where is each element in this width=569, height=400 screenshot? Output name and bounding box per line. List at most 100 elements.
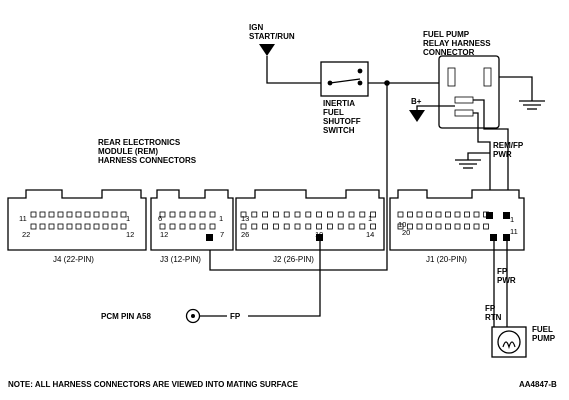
pcm-fp-wire-2 [248, 254, 321, 317]
relay-label-line2: RELAY HARNESS [423, 39, 491, 48]
pin-cavity [189, 211, 196, 218]
pin-label: 12 [160, 230, 168, 239]
rem-ground-wire [467, 152, 490, 160]
pin-label: 11 [510, 227, 518, 236]
relay-label-line1: FUEL PUMP [423, 30, 470, 39]
connector-j1: 10 1 20 11 J1 (20-PIN) [389, 189, 525, 264]
pin-cavity [445, 211, 451, 218]
bplus-wire [416, 105, 455, 110]
pin-cavity [93, 223, 100, 230]
pin-cavity [169, 223, 176, 230]
pin-cavity [102, 211, 109, 218]
fp-label: FP [230, 312, 241, 321]
pin-label: 14 [366, 230, 374, 239]
pin-cavity [294, 223, 301, 230]
pin-cavity [416, 223, 423, 230]
switch-terminal-icon [357, 68, 363, 74]
pcm-terminal-dot-icon [191, 314, 195, 318]
pin-filled [486, 212, 493, 219]
pin-label: 7 [220, 230, 224, 239]
switch-terminal-icon [357, 80, 363, 86]
pin-filled [490, 234, 497, 241]
pin-label: 11 [19, 214, 27, 223]
pump-label-line2: PUMP [532, 334, 556, 343]
relay-harness-connector: FUEL PUMP RELAY HARNESS CONNECTOR [423, 30, 500, 129]
pin-cavity [464, 211, 470, 218]
pin-label: 1 [219, 214, 223, 223]
connector-j1-caption: J1 (20-PIN) [426, 255, 467, 264]
pin-cavity [57, 223, 64, 230]
switch-contact-icon [329, 78, 361, 84]
pin-cavity [30, 223, 37, 230]
remfp-label-line2: PWR [493, 150, 512, 159]
relay-terminal [454, 109, 474, 117]
fppwr-label-line1: FP [497, 267, 508, 276]
pin-filled [503, 212, 510, 219]
pin-cavity [102, 223, 109, 230]
pin-filled [503, 234, 510, 241]
pin-cavity [348, 223, 355, 230]
pin-label: 1 [126, 214, 130, 223]
switch-terminal-icon [327, 80, 333, 86]
pcm-label: PCM PIN A58 [101, 312, 151, 321]
pin-cavity [209, 211, 216, 218]
pin-label: 6 [158, 214, 162, 223]
fprtn-label-line1: FP [485, 304, 496, 313]
pin-cavity [66, 211, 73, 218]
pin-cavity-row [159, 211, 216, 218]
inertia-label-line4: SWITCH [323, 126, 355, 135]
figure-id: AA4847-B [519, 380, 557, 389]
remfp-label-line1: REM/FP [493, 141, 524, 150]
footer-note: NOTE: ALL HARNESS CONNECTORS ARE VIEWED … [8, 380, 299, 389]
rem-label-line3: HARNESS CONNECTORS [98, 156, 197, 165]
fuel-pump: FUEL PUMP [491, 325, 556, 358]
pin-cavity [337, 223, 344, 230]
pin-cavity [120, 223, 127, 230]
pin-label: 1 [368, 214, 372, 223]
relay-coil-wire [473, 112, 491, 215]
pin-cavity [326, 211, 333, 218]
pin-cavity [262, 211, 269, 218]
connector-j3-caption: J3 (12-PIN) [160, 255, 201, 264]
pin-cavity [57, 211, 64, 218]
pin-cavity [283, 223, 290, 230]
pin-cavity [454, 223, 461, 230]
ign-terminal-icon [259, 44, 275, 56]
pin-cavity-row [30, 223, 127, 230]
pin-cavity [84, 211, 91, 218]
pin-cavity [370, 211, 377, 218]
pin-cavity [464, 223, 470, 230]
pin-cavity [283, 211, 290, 218]
pin-cavity [48, 223, 55, 230]
pin-cavity [199, 211, 206, 218]
pin-cavity [445, 223, 451, 230]
connector-j2: 13 1 26 19 14 J2 (26-PIN) [235, 189, 385, 264]
pin-cavity [159, 211, 166, 218]
pin-label: 1 [510, 215, 514, 224]
bplus-label: B+ [411, 97, 422, 106]
connector-j4-outline [7, 189, 147, 251]
connector-j3: 6 1 12 7 J3 (12-PIN) [150, 189, 234, 264]
pin-label: 12 [126, 230, 134, 239]
pin-cavity [111, 211, 118, 218]
ign-label-line1: IGN [249, 23, 263, 32]
pin-cavity [30, 211, 37, 218]
motor-coil-icon [502, 341, 516, 350]
pin-cavity [199, 223, 206, 230]
rem-label-line2: MODULE (REM) [98, 147, 158, 156]
pin-label: 26 [241, 230, 249, 239]
relay-label-line3: CONNECTOR [423, 48, 475, 57]
relay-terminal [483, 67, 492, 87]
pin-cavity [66, 223, 73, 230]
pin-cavity [426, 223, 432, 230]
pin-cavity [272, 211, 279, 218]
pin-cavity [272, 223, 279, 230]
pin-cavity [75, 223, 82, 230]
pin-cavity [159, 223, 166, 230]
pin-cavity [435, 223, 442, 230]
pin-label: 10 [398, 220, 406, 229]
pin-cavity [426, 211, 432, 218]
pin-cavity-row [159, 223, 216, 230]
pin-cavity [262, 223, 269, 230]
